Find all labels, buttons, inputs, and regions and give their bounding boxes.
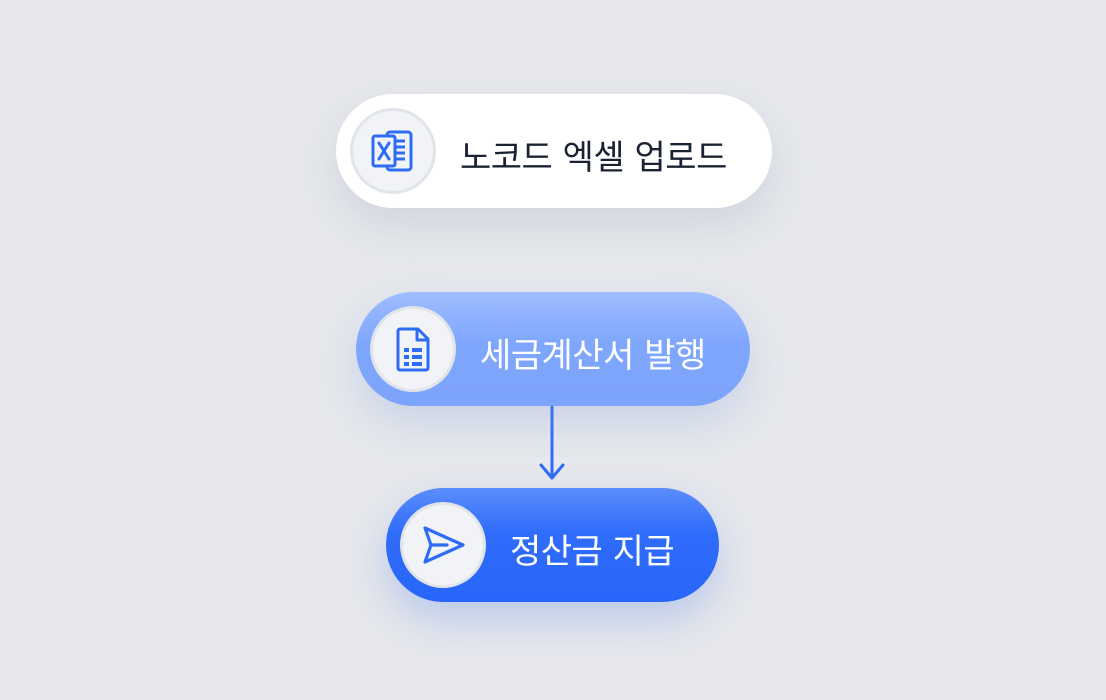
step-icon-container <box>400 502 486 588</box>
arrow-down-icon <box>539 463 565 480</box>
step-icon-container <box>370 306 456 392</box>
step-label: 정산금 지급 <box>510 532 675 572</box>
step-settlement-payment: 정산금 지급 <box>386 488 719 602</box>
step-tax-invoice: 세금계산서 발행 <box>356 292 750 406</box>
step-icon-container <box>350 108 436 194</box>
step-label: 세금계산서 발행 <box>480 336 706 376</box>
step-excel-upload: 노코드 엑셀 업로드 <box>336 94 772 208</box>
send-icon <box>423 526 465 564</box>
document-icon <box>396 327 430 372</box>
excel-file-icon <box>371 130 413 172</box>
step-label: 노코드 엑셀 업로드 <box>460 138 727 178</box>
